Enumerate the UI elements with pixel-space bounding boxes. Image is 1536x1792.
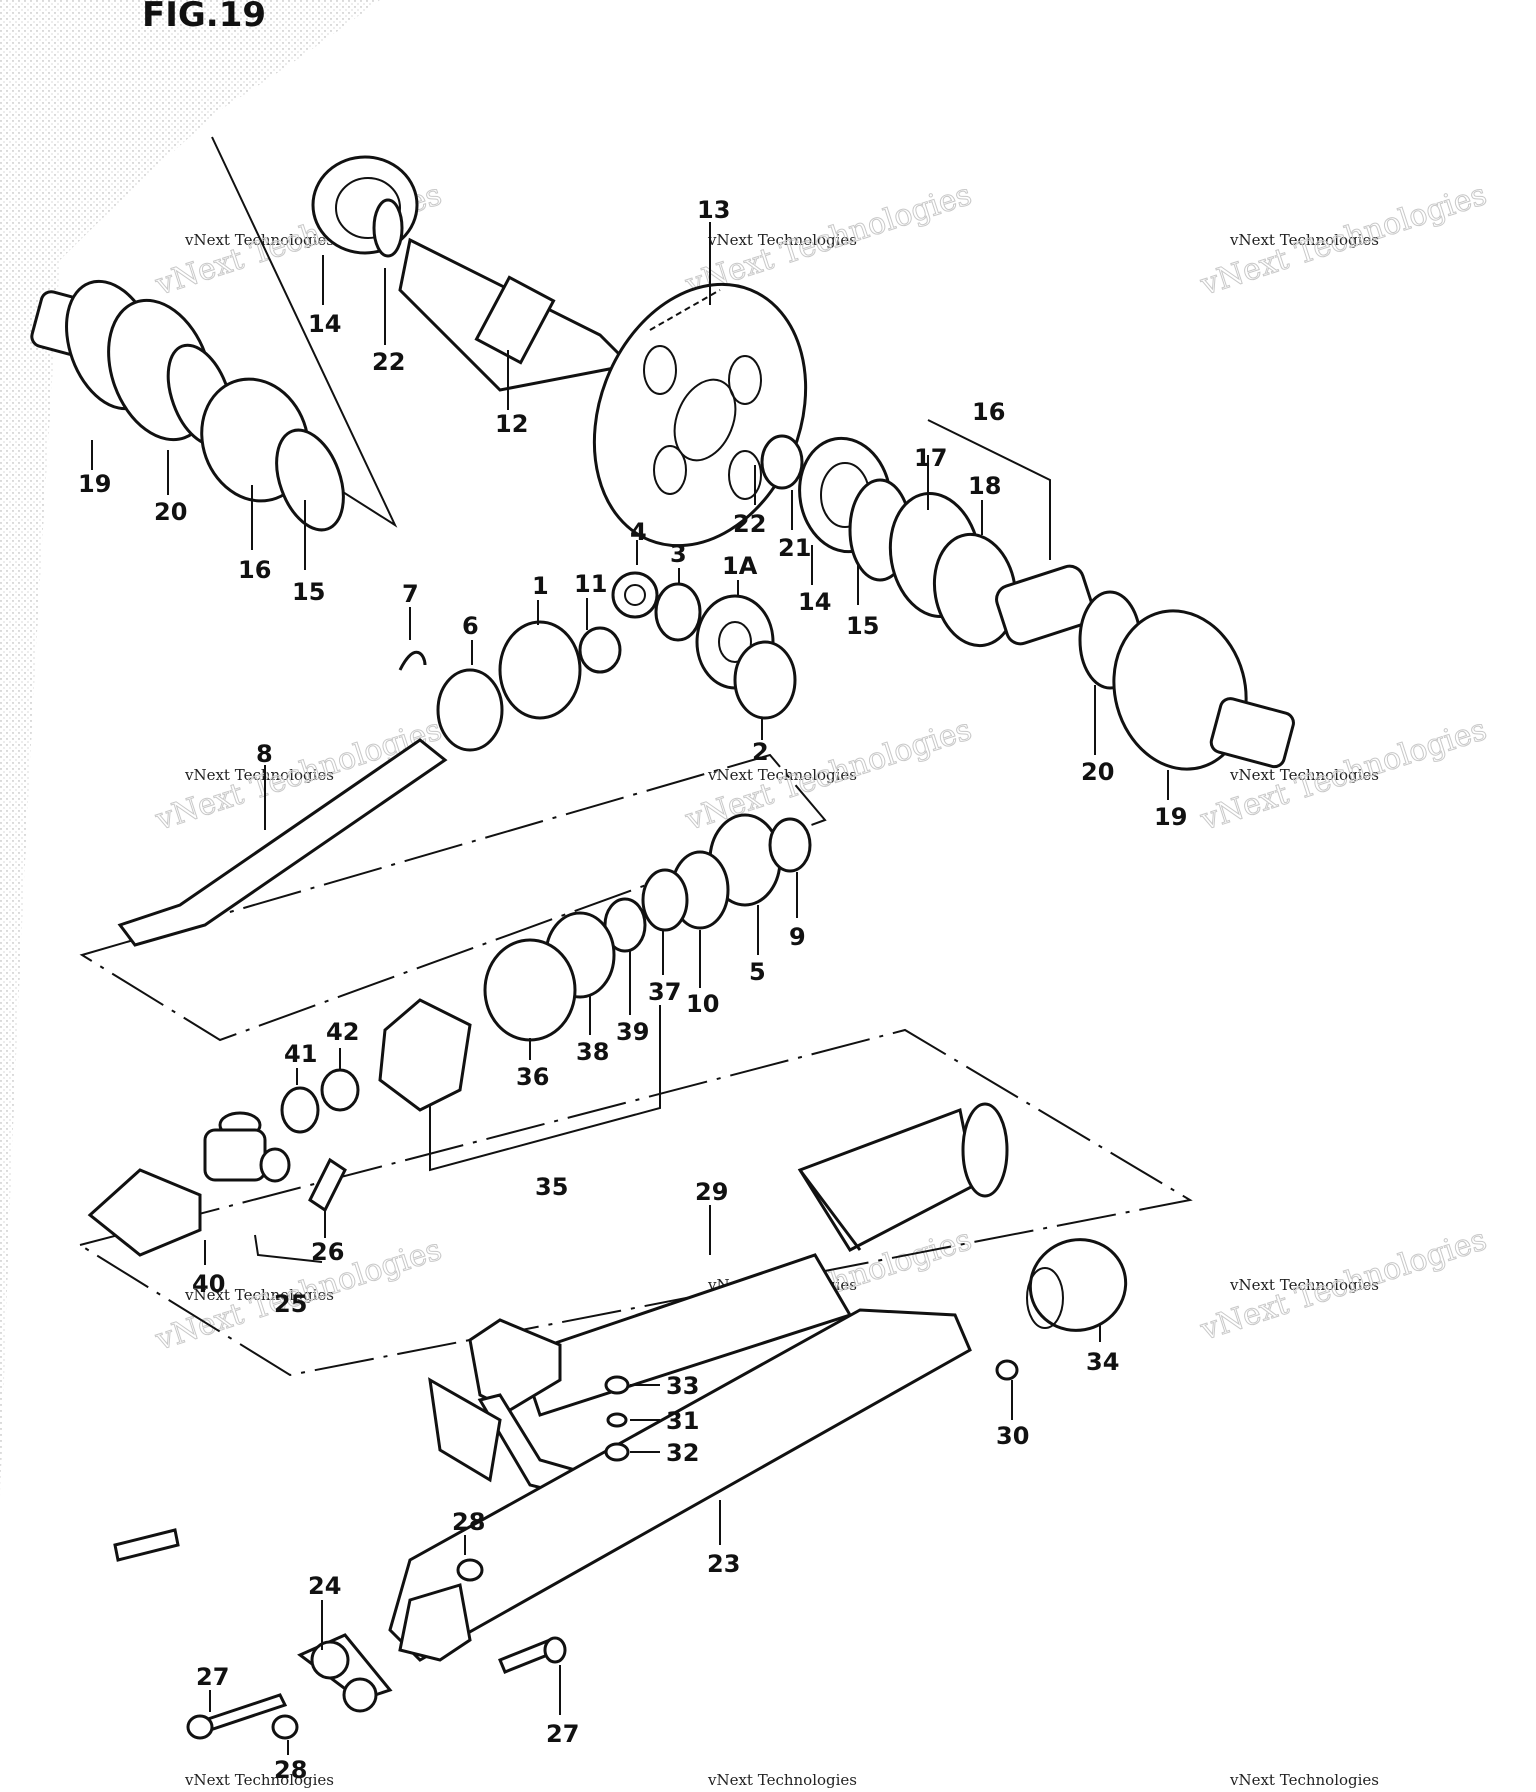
watermark-text: vNext Technologies <box>707 766 857 784</box>
watermark-text: vNext Technologies <box>1229 231 1379 249</box>
watermark-text: vNext Technologies <box>184 1771 334 1789</box>
lower-housing-group-outline <box>77 1028 1193 1377</box>
callout-label: 40 <box>192 1270 225 1298</box>
pinion-assembly <box>117 571 797 947</box>
callout-label: 23 <box>707 1550 740 1578</box>
scan-noise-edge <box>0 0 380 1500</box>
callout-label: 24 <box>308 1572 341 1600</box>
callout-label: 20 <box>154 498 187 526</box>
group-outlines <box>39 136 1193 1377</box>
callout-label: 29 <box>695 1178 728 1206</box>
middle-bearing-set <box>378 813 812 1112</box>
callout-label: 4 <box>630 518 647 546</box>
callout-label: 34 <box>1086 1348 1119 1376</box>
bracket-35-outline <box>429 1005 661 1172</box>
rear-axle-assembly <box>798 436 1295 771</box>
callout-label: 31 <box>666 1407 699 1435</box>
callout-label: 18 <box>968 472 1001 500</box>
watermark-text: vNext Technologies <box>1229 1771 1379 1789</box>
bracket-16-outline <box>927 419 1051 560</box>
callout-label: 9 <box>789 923 806 951</box>
watermark-text: vNext Technologies <box>707 231 857 249</box>
u-joint-assembly <box>87 1068 360 1257</box>
callout-label: 3 <box>670 540 687 568</box>
callout-label: 15 <box>292 578 325 606</box>
callout-label: 14 <box>798 588 831 616</box>
watermark-text: vNext Technologies <box>707 1771 857 1789</box>
callout-label: 28 <box>274 1756 307 1784</box>
watermark-text: vNext Technologies <box>184 766 334 784</box>
callout-labels: 13 14 22 12 19 20 16 15 16 17 18 22 21 1… <box>78 196 1187 1784</box>
callout-label: 36 <box>516 1063 549 1091</box>
watermark-text: vNext Technologies <box>184 1286 334 1304</box>
callout-label: 21 <box>778 534 811 562</box>
callout-label: 26 <box>311 1238 344 1266</box>
callout-label: 1 <box>532 572 549 600</box>
callout-label: 27 <box>196 1663 229 1691</box>
callout-label: 33 <box>666 1372 699 1400</box>
callout-label: 25 <box>274 1290 307 1318</box>
callout-label: 7 <box>402 580 419 608</box>
callout-label: 41 <box>284 1040 317 1068</box>
callout-label: 42 <box>326 1018 359 1046</box>
watermark-text: vNext Technologies <box>1229 766 1379 784</box>
watermark-layer: vNext Technologies vNext Technologies vN… <box>150 177 1491 1789</box>
callout-label: 38 <box>576 1038 609 1066</box>
bottom-flange <box>113 1528 567 1740</box>
callout-label: 20 <box>1081 758 1114 786</box>
callout-label: 14 <box>308 310 341 338</box>
figure-title: FIG.19 <box>142 0 266 35</box>
middle-shaft-group-outline <box>79 753 827 1042</box>
callout-label: 17 <box>914 444 947 472</box>
leader-lines <box>91 222 1169 1755</box>
callout-label: 22 <box>733 510 766 538</box>
callout-label: 19 <box>1154 803 1187 831</box>
callout-label: 16 <box>238 556 271 584</box>
front-axle-assembly <box>30 155 634 532</box>
callout-label: 2 <box>752 738 769 766</box>
bracket-25-outline <box>254 1234 323 1263</box>
callout-label: 37 <box>648 978 681 1006</box>
ring-gear <box>592 282 808 548</box>
callout-label: 8 <box>256 740 273 768</box>
callout-label: 11 <box>574 570 607 598</box>
callout-label: 12 <box>495 410 528 438</box>
callout-label: 39 <box>616 1018 649 1046</box>
callout-label: 13 <box>697 196 730 224</box>
callout-label: 15 <box>846 612 879 640</box>
callout-label: 10 <box>686 990 719 1018</box>
lower-housing <box>388 1102 1128 1662</box>
callout-label: 28 <box>452 1508 485 1536</box>
callout-label: 6 <box>462 612 479 640</box>
callout-label: 27 <box>546 1720 579 1748</box>
callout-label: 30 <box>996 1422 1029 1450</box>
callout-label: 16 <box>972 398 1005 426</box>
callout-label: 22 <box>372 348 405 376</box>
callout-label: 35 <box>535 1173 568 1201</box>
callout-label: 32 <box>666 1439 699 1467</box>
callout-label: 1A <box>722 552 758 580</box>
callout-label: 5 <box>749 958 766 986</box>
callout-label: 19 <box>78 470 111 498</box>
watermark-text: vNext Technologies <box>1229 1276 1379 1294</box>
watermark-text: vNext Technologies <box>184 231 334 249</box>
